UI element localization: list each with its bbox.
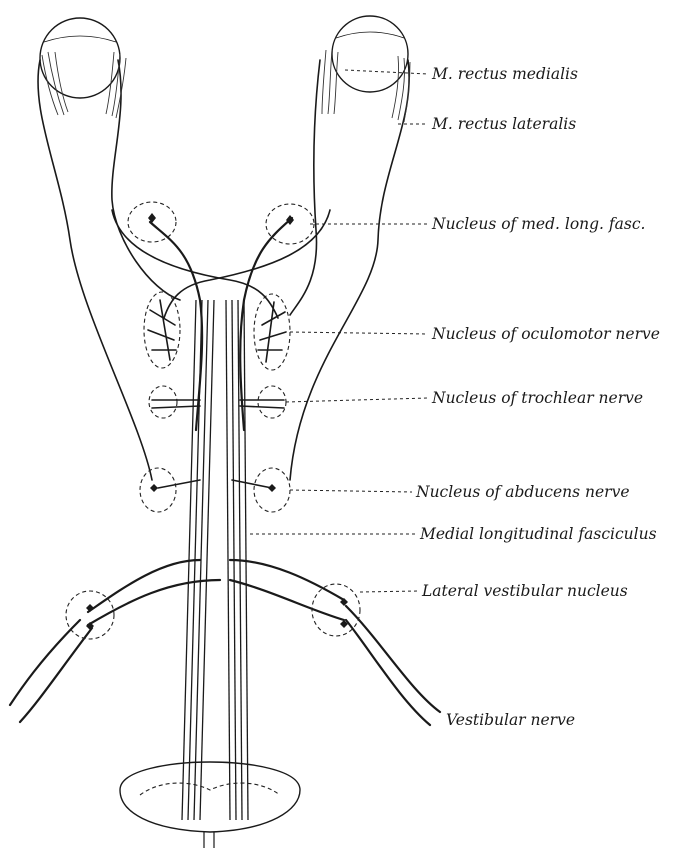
spinal-cord-section: [120, 762, 300, 848]
leader-lines: [250, 70, 428, 592]
right-eye-muscles: [290, 50, 410, 480]
mlf-nucleus-left: [128, 202, 176, 242]
label-rectus-lateralis: M. rectus lateralis: [431, 115, 576, 133]
label-nucleus-oculomotor: Nucleus of oculomotor nerve: [431, 325, 660, 343]
label-vestibular-nerve: Vestibular nerve: [446, 711, 575, 729]
left-eyeball: [40, 18, 120, 98]
left-eye-muscles: [38, 52, 180, 480]
label-nucleus-trochlear: Nucleus of trochlear nerve: [431, 389, 643, 407]
trochlear-nucleus-right: [240, 386, 286, 418]
label-nucleus-mlf: Nucleus of med. long. fasc.: [431, 215, 645, 233]
abducens-nucleus-right: [232, 468, 290, 512]
mlf-nucleus-right: [266, 204, 314, 244]
right-eyeball: [332, 16, 408, 92]
label-lateral-vestibular: Lateral vestibular nucleus: [421, 582, 628, 600]
label-mlf: Medial longitudinal fasciculus: [419, 525, 657, 543]
label-nucleus-abducens: Nucleus of abducens nerve: [415, 483, 630, 501]
vestibular-connections: [10, 560, 440, 725]
label-rectus-medialis: M. rectus medialis: [431, 65, 578, 83]
oculomotor-nucleus-left: [144, 292, 180, 368]
